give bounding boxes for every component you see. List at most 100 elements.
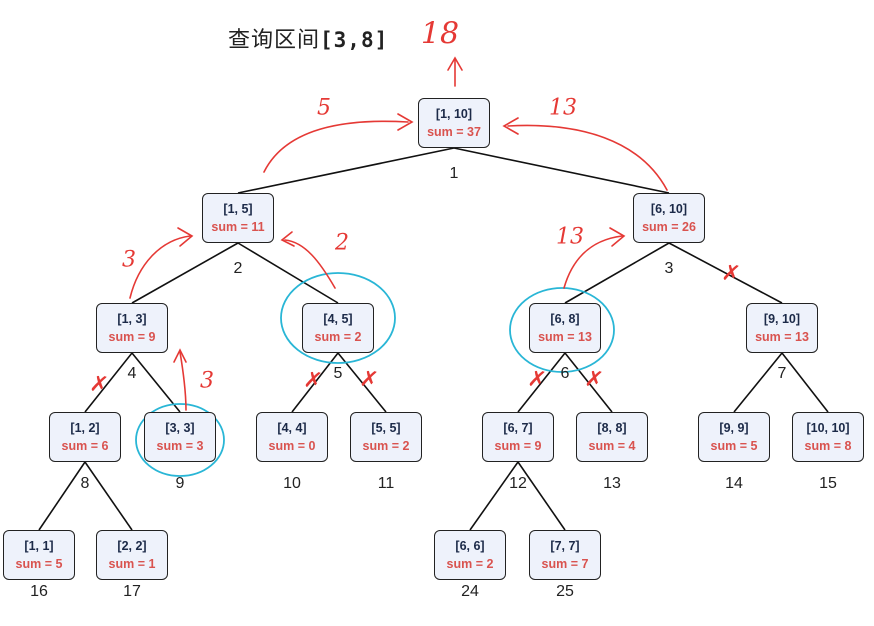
- node-range: [1, 3]: [117, 312, 147, 326]
- tree-edge: [469, 461, 519, 531]
- node-index-label: 14: [725, 475, 743, 492]
- cross-mark: ✗: [302, 367, 324, 395]
- node-sum: sum = 6: [61, 439, 109, 453]
- tree-node-10: [4, 4] sum = 0: [256, 412, 328, 462]
- arrow-node4-to-node2: [129, 235, 191, 299]
- node-sum: sum = 26: [642, 220, 696, 234]
- tree-edges: [38, 147, 829, 531]
- node-sum: sum = 0: [268, 439, 316, 453]
- node-range: [6, 7]: [503, 421, 533, 435]
- node-sum: sum = 5: [15, 557, 63, 571]
- node-index-label: 25: [556, 583, 574, 600]
- node-sum: sum = 5: [710, 439, 758, 453]
- tree-edge: [131, 352, 181, 413]
- node-index-label: 9: [175, 475, 185, 492]
- arrow-node9-to-node4-head: [173, 348, 187, 363]
- node-range: [2, 2]: [117, 539, 147, 553]
- tree-node-25: [7, 7] sum = 7: [529, 530, 601, 580]
- node-index-label: 11: [377, 475, 395, 492]
- node-range: [4, 4]: [277, 421, 307, 435]
- annotation-node6-to-node3: 13: [556, 224, 584, 250]
- arrow-node6-to-node3-head: [609, 227, 626, 247]
- node-index-label: 10: [283, 475, 301, 492]
- result-value: 18: [420, 16, 460, 52]
- query-highlight-circles: [135, 272, 615, 477]
- node-index-label: 8: [80, 475, 90, 492]
- tree-edge: [84, 352, 133, 413]
- annotation-node4-to-node2: 3: [122, 247, 136, 273]
- tree-edge: [564, 242, 670, 304]
- node-range: [1, 2]: [70, 421, 100, 435]
- node-index-label: 16: [30, 583, 48, 600]
- tree-edge: [237, 147, 455, 194]
- node-range: [10, 10]: [806, 421, 850, 435]
- tree-node-5: [4, 5]sum = 2: [302, 303, 374, 353]
- arrow-node5-to-node2: [284, 239, 336, 289]
- tree-edge: [237, 242, 339, 304]
- node-range: [3, 3]: [165, 421, 195, 435]
- tree-edge: [84, 461, 133, 531]
- tree-node-17: [2, 2] sum = 1: [96, 530, 168, 580]
- circle-node-5: [280, 272, 396, 364]
- node-index-label: 6: [560, 365, 570, 382]
- node-range: [8, 8]: [597, 421, 627, 435]
- node-index-label: 12: [509, 475, 527, 492]
- annotation-node5-to-node2: 2: [335, 230, 349, 256]
- cross-mark: ✗: [526, 366, 548, 394]
- node-sum: sum = 37: [427, 125, 481, 139]
- tree-edge: [781, 352, 829, 413]
- node-range: [5, 5]: [371, 421, 401, 435]
- query-title-label: 查询区间: [228, 28, 321, 53]
- tree-node-1: [1, 10] sum = 37: [418, 98, 490, 148]
- node-index-label: 24: [461, 583, 479, 600]
- tree-node-12: [6, 7] sum = 9: [482, 412, 554, 462]
- node-sum: sum = 7: [541, 557, 589, 571]
- tree-edge: [564, 352, 613, 413]
- tree-edge: [733, 352, 783, 413]
- tree-node-13: [8, 8]sum = 4: [576, 412, 648, 462]
- tree-edge: [517, 352, 566, 413]
- node-sum: sum = 9: [494, 439, 542, 453]
- tree-node-11: [5, 5]sum = 2: [350, 412, 422, 462]
- tree-edge: [38, 461, 86, 531]
- node-index-label: 5: [333, 365, 343, 382]
- tree-node-14: [9, 9] sum = 5: [698, 412, 770, 462]
- cross-mark: ✗: [88, 371, 110, 399]
- cross-mark: ✗: [358, 366, 380, 394]
- node-sum: sum = 13: [538, 330, 592, 344]
- node-range: [1, 5]: [223, 202, 253, 216]
- node-range: [9, 10]: [763, 312, 801, 326]
- tree-node-9: [3, 3] sum = 3: [144, 412, 216, 462]
- arrow-node6-to-node3: [563, 235, 623, 289]
- annotation-node9-to-node4: 3: [200, 368, 214, 394]
- query-title: 查询区间[3,8]: [228, 22, 388, 54]
- node-range: [6, 10]: [650, 202, 688, 216]
- node-range: [1, 1]: [24, 539, 54, 553]
- cross-mark: ✗: [583, 366, 605, 394]
- circle-node-9: [135, 403, 225, 477]
- query-range: [3,8]: [320, 28, 389, 52]
- node-range: [1, 10]: [435, 107, 473, 121]
- node-index-label: 4: [127, 365, 137, 382]
- arrow-left-to-root-head: [397, 113, 414, 131]
- arrow-left-to-root: [263, 120, 409, 173]
- node-sum: sum = 1: [108, 557, 156, 571]
- node-index-label: 1: [449, 165, 459, 182]
- node-range: [4, 5]: [323, 312, 353, 326]
- node-index-label: 2: [233, 260, 243, 277]
- node-index-label: 13: [603, 475, 621, 492]
- node-range: [9, 9]: [719, 421, 749, 435]
- tree-node-2: [1, 5]sum = 11: [202, 193, 274, 243]
- node-index-label: 17: [123, 583, 141, 600]
- node-sum: sum = 3: [156, 439, 204, 453]
- tree-node-8: [1, 2] sum = 6: [49, 412, 121, 462]
- node-range: [6, 8]: [550, 312, 580, 326]
- arrow-to-result-head: [447, 56, 463, 71]
- node-sum: sum = 8: [804, 439, 852, 453]
- node-range: [6, 6]: [455, 539, 485, 553]
- tree-node-16: [1, 1] sum = 5: [3, 530, 75, 580]
- node-index-label: 15: [819, 475, 837, 492]
- tree-node-3: [6, 10] sum = 26: [633, 193, 705, 243]
- node-range: [7, 7]: [550, 539, 580, 553]
